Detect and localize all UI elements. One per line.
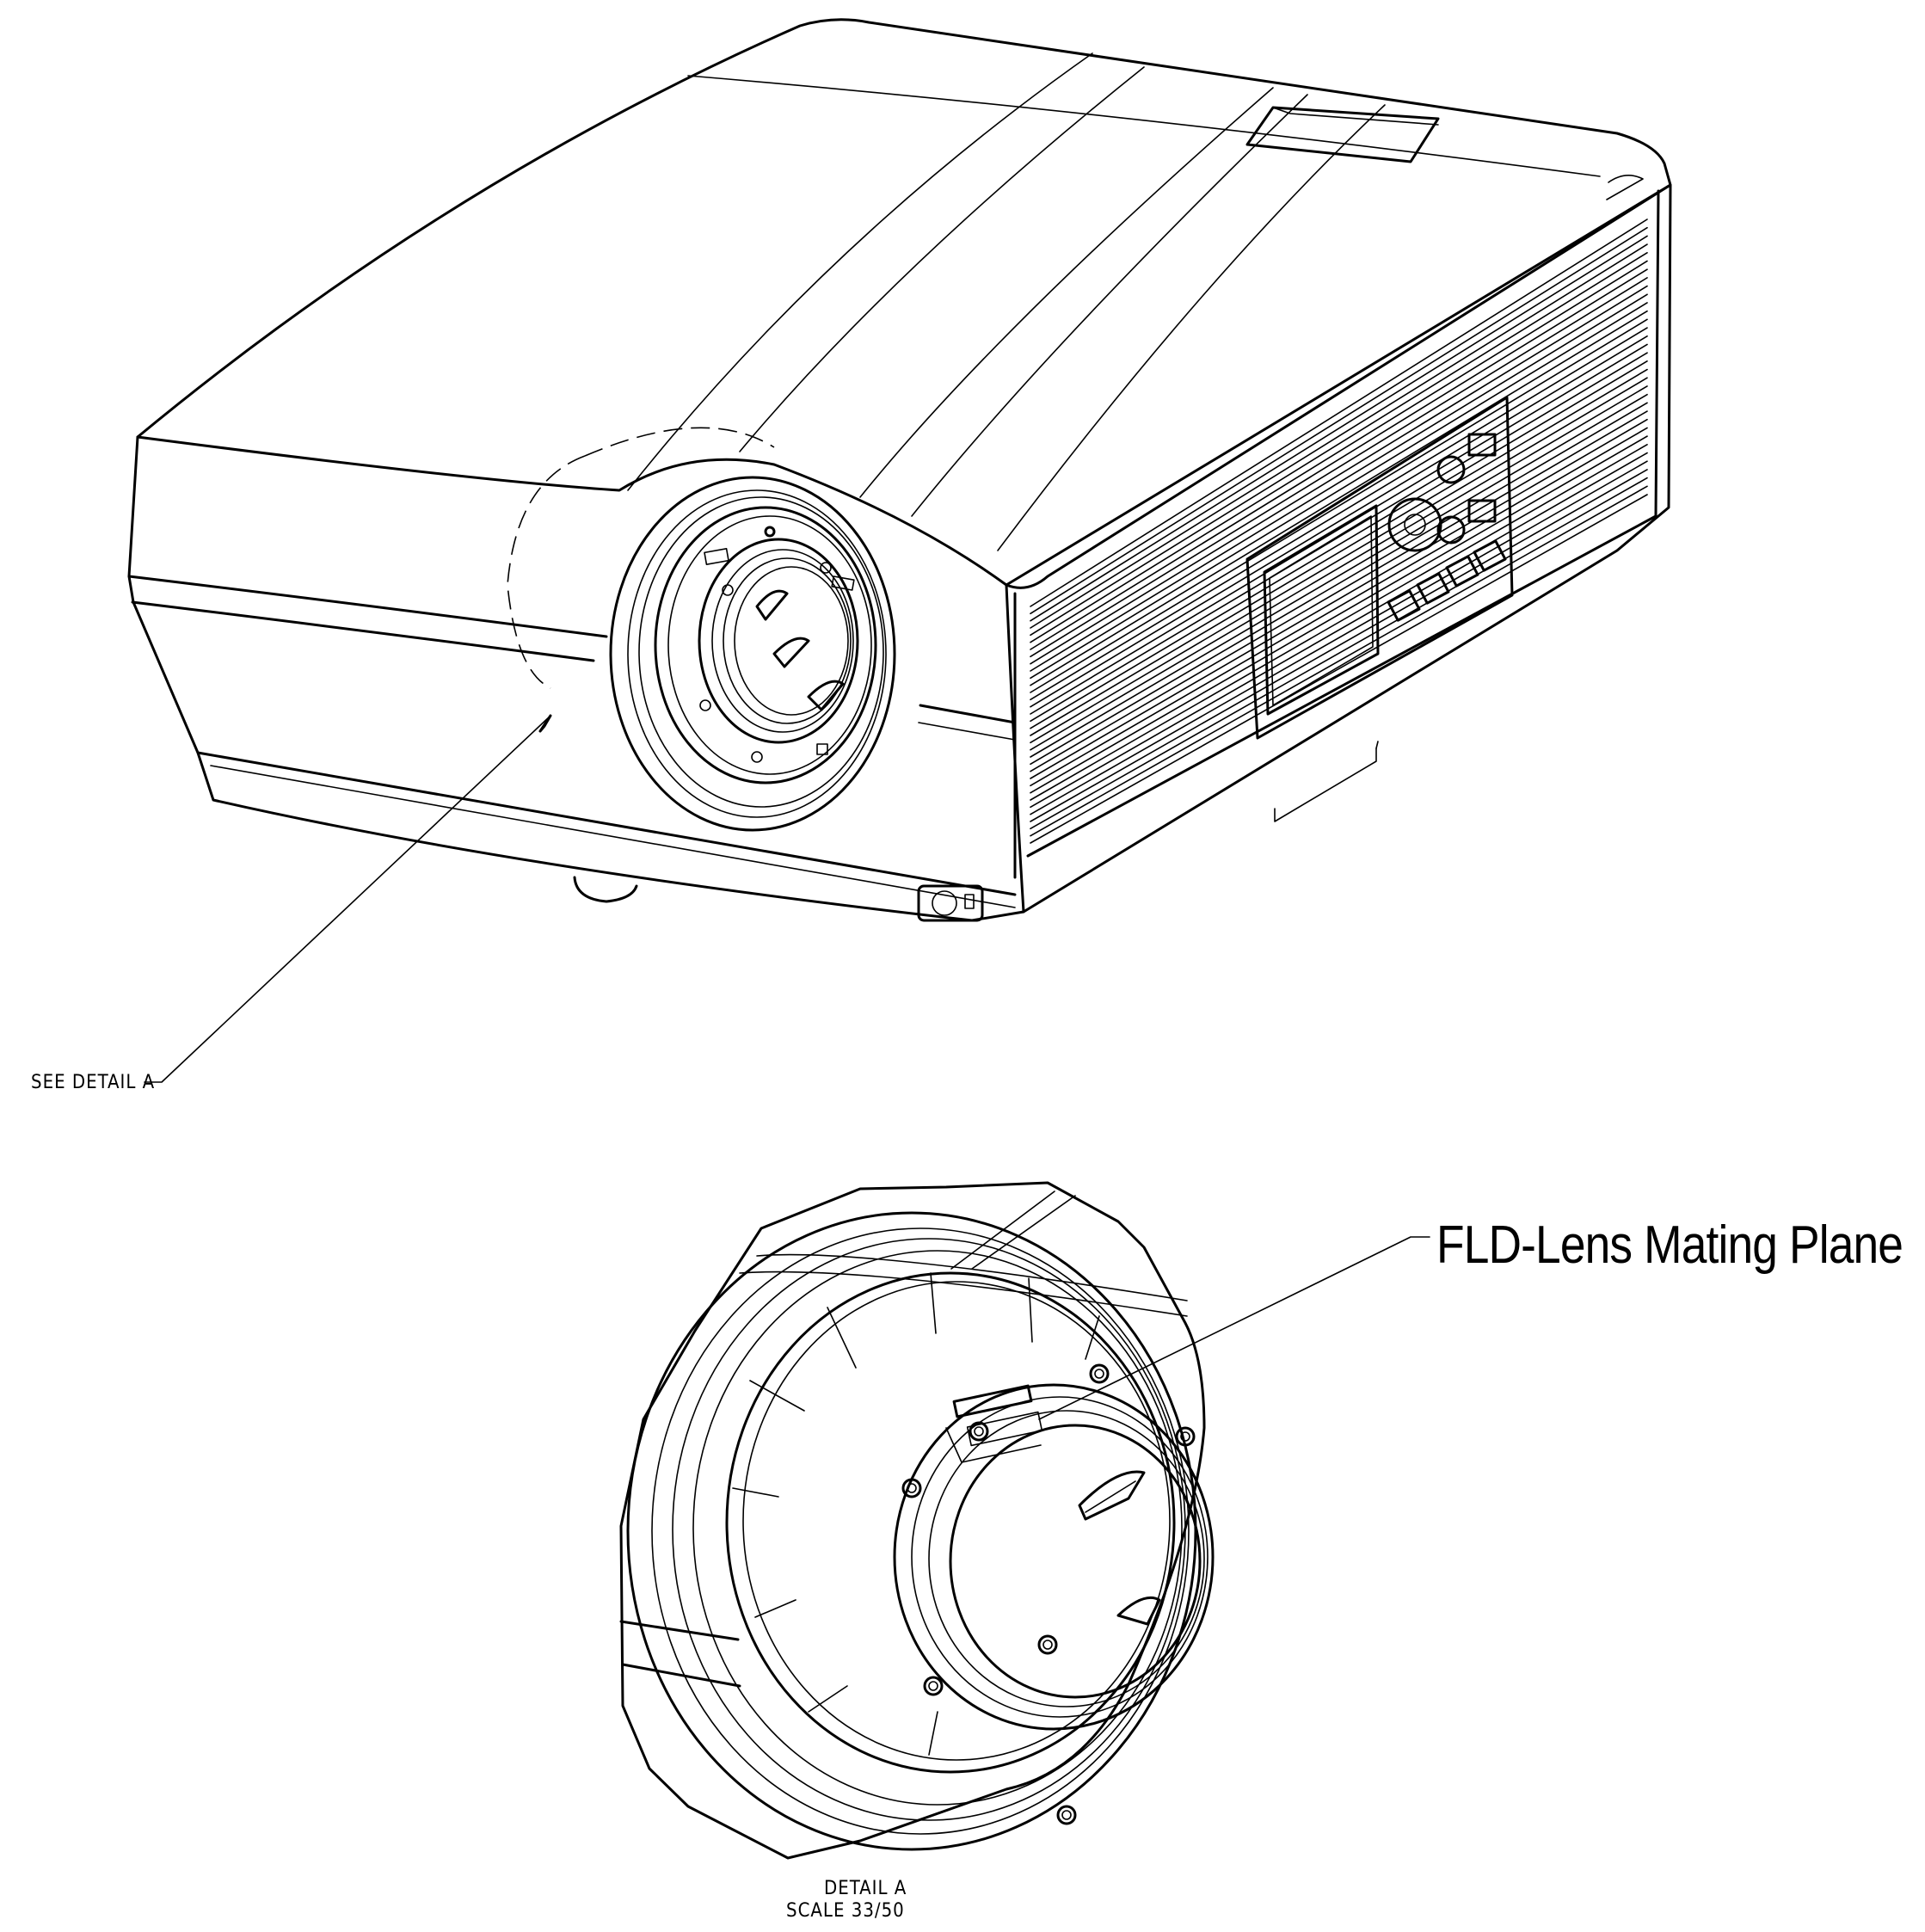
detail-title-label: DETAIL A [824,1878,907,1899]
projector-left-face [127,435,1025,922]
panel-key [1416,572,1450,605]
projector-front-face [1005,183,1672,914]
vent-slat [1030,469,1648,822]
vent-slat [1030,393,1648,758]
vent-slat [1030,385,1648,751]
panel-key [1473,539,1507,572]
screw [1089,1363,1110,1384]
vent-slat [1030,218,1648,607]
lens-assembly [507,427,896,832]
vent-slat [1030,368,1648,736]
vent-slat [1030,277,1648,658]
vent-slat [1030,360,1648,729]
detail-scale-label: SCALE 33/50 [786,1900,905,1922]
panel-key [1445,555,1479,588]
screw [901,1478,922,1498]
leader-mating-plane [1038,1236,1430,1420]
vent-slat [1030,477,1648,830]
vent-slat [1030,285,1648,665]
vent-slat [1030,494,1648,844]
vent-slat [1030,418,1648,779]
detail-a-view [619,1181,1430,1860]
vent-slat [1030,402,1648,766]
screw [1037,1634,1058,1655]
vent-slat [1030,243,1648,629]
vent-slat [1030,460,1648,815]
vent-slat [1030,435,1648,794]
vent-slat [1030,377,1648,744]
vent-slat [1030,226,1648,615]
screw [969,1421,989,1442]
projector-foot [573,876,638,903]
projector-main-view [127,18,1672,1083]
vent-slat [1030,452,1648,809]
vent-slat [1030,318,1648,693]
vent-slat [1030,485,1648,837]
vent-slat [1030,293,1648,672]
vent-slat [1030,302,1648,680]
vent-slat [1030,410,1648,772]
vent-slat [1030,335,1648,708]
vent-grille [1030,218,1648,844]
vent-slat [1030,235,1648,622]
vent-slat [1030,352,1648,723]
mating-plane-label: FLD-Lens Mating Plane [1436,1215,1903,1275]
vent-slat [1030,310,1648,686]
leader-see-detail [144,715,551,1083]
vent-slat [1030,260,1648,643]
vent-slat [1030,327,1648,701]
vent-slat [1030,444,1648,801]
screw [1056,1805,1077,1825]
projector-top-shell [136,18,1672,589]
vent-slat [1030,251,1648,637]
screw [923,1676,944,1696]
vent-slat [1030,427,1648,787]
vent-slat [1030,268,1648,650]
detail-a-outline [619,1181,1206,1860]
screw [1175,1426,1196,1447]
see-detail-label: SEE DETAIL A [31,1072,156,1093]
control-panel [1245,396,1514,740]
panel-key [1387,589,1421,622]
